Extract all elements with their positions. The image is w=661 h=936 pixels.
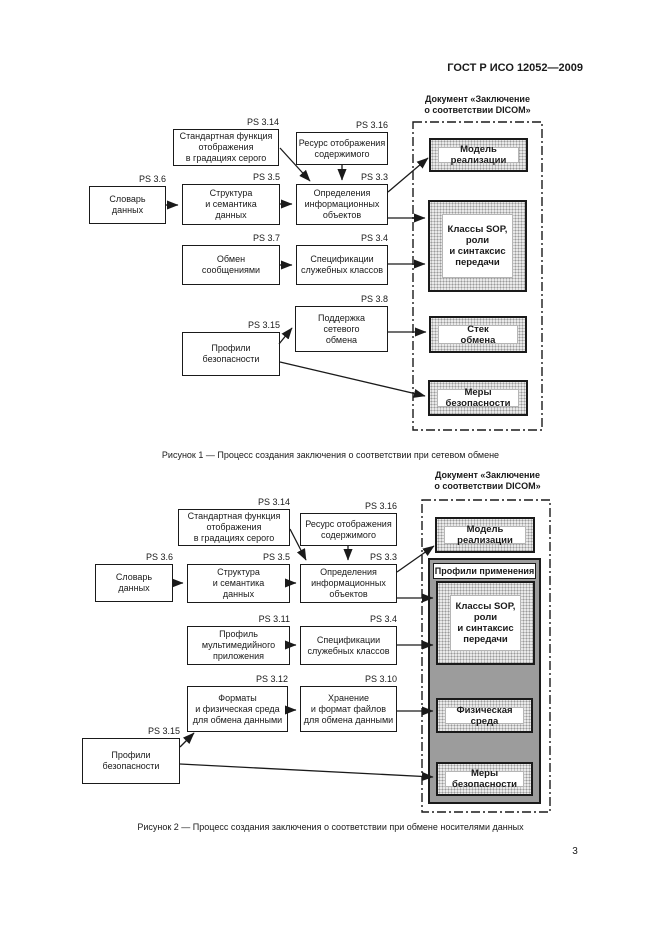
fig2-result-security-measures: Меры безопасности <box>436 762 533 796</box>
fig2-box-data-dictionary: Словарь данных <box>95 564 173 602</box>
fig2-ps-3-15-label: PS 3.15 <box>147 726 180 736</box>
fig2-result-sop-classes-label: Классы SOP, роли и синтаксис передачи <box>450 595 521 651</box>
fig2-ps-3-5-label: PS 3.5 <box>262 552 290 562</box>
fig1-box-grayscale-display-function: Стандартная функция отображения в градац… <box>173 129 279 166</box>
fig1-box-message-exchange: Обмен сообщениями <box>182 245 280 285</box>
fig2-caption: Рисунок 2 — Процесс создания заключения … <box>137 822 524 832</box>
fig1-result-sop-classes-label: Классы SOP, роли и синтаксис передачи <box>442 214 513 278</box>
fig2-ps-3-12-label: PS 3.12 <box>255 674 288 684</box>
fig1-result-exchange-stack-label: Стек обмена <box>438 324 518 346</box>
fig2-result-physical-media: Физическая среда <box>436 698 533 733</box>
standard-header: ГОСТ Р ИСО 12052—2009 <box>447 62 583 74</box>
fig1-document-label: Документ «Заключение о соответствии DICO… <box>424 94 531 115</box>
fig1-ps-3-3-label: PS 3.3 <box>360 172 388 182</box>
fig1-ps-3-14-label: PS 3.14 <box>246 117 279 127</box>
fig2-result-implementation-model: Модель реализации <box>435 517 535 553</box>
fig2-ps-3-6-label: PS 3.6 <box>145 552 173 562</box>
page-number: 3 <box>572 846 578 857</box>
fig1-ps-3-6-label: PS 3.6 <box>138 174 166 184</box>
fig2-box-media-formats-physical-media: Форматы и физическая среда для обмена да… <box>187 686 288 732</box>
fig1-result-implementation-model: Модель реализации <box>429 138 528 172</box>
fig1-ps-3-16-label: PS 3.16 <box>355 120 388 130</box>
fig1-caption: Рисунок 1 — Процесс создания заключения … <box>161 450 500 460</box>
fig1-result-security-measures: Меры безопасности <box>428 380 528 416</box>
fig2-result-sop-classes: Классы SOP, роли и синтаксис передачи <box>436 581 535 665</box>
fig1-box-data-structure-semantics: Структура и семантика данных <box>182 184 280 225</box>
fig2-box-data-structure-semantics: Структура и семантика данных <box>187 564 290 603</box>
fig1-ps-3-8-label: PS 3.8 <box>360 294 388 304</box>
fig2-box-media-storage-file-format: Хранение и формат файлов для обмена данн… <box>300 686 397 732</box>
fig2-application-profiles-header: Профили применения <box>433 563 536 579</box>
fig2-document-label: Документ «Заключение о соответствии DICO… <box>434 470 541 491</box>
fig1-result-implementation-model-label: Модель реализации <box>438 144 519 166</box>
fig2-result-implementation-model-label: Модель реализации <box>444 524 526 546</box>
fig2-result-physical-media-label: Физическая среда <box>445 705 524 727</box>
fig2-box-content-mapping-resource: Ресурс отображения содержимого <box>300 513 397 546</box>
fig1-ps-3-7-label: PS 3.7 <box>252 233 280 243</box>
fig1-box-content-mapping-resource: Ресурс отображения содержимого <box>296 132 388 165</box>
fig2-result-security-measures-label: Меры безопасности <box>445 768 524 790</box>
fig2-ps-3-4-label: PS 3.4 <box>369 614 397 624</box>
fig1-result-sop-classes: Классы SOP, роли и синтаксис передачи <box>428 200 527 292</box>
fig1-box-information-object-definitions: Определения информационных объектов <box>296 184 388 225</box>
fig2-ps-3-11-label: PS 3.11 <box>258 614 290 624</box>
fig2-ps-3-10-label: PS 3.10 <box>364 674 397 684</box>
fig2-box-media-application-profile: Профиль мультимедийного приложения <box>187 626 290 665</box>
fig2-box-service-class-specifications: Спецификации служебных классов <box>300 626 397 665</box>
fig1-result-security-measures-label: Меры безопасности <box>437 387 519 409</box>
fig1-result-exchange-stack: Стек обмена <box>429 316 527 353</box>
fig2-ps-3-3-label: PS 3.3 <box>369 552 397 562</box>
fig2-box-grayscale-display-function: Стандартная функция отображения в градац… <box>178 509 290 546</box>
fig1-box-data-dictionary: Словарь данных <box>89 186 166 224</box>
fig1-box-security-profiles: Профили безопасности <box>182 332 280 376</box>
fig1-box-network-support: Поддержка сетевого обмена <box>295 306 388 352</box>
fig2-ps-3-16-label: PS 3.16 <box>364 501 397 511</box>
fig2-ps-3-14-label: PS 3.14 <box>257 497 290 507</box>
fig1-ps-3-4-label: PS 3.4 <box>360 233 388 243</box>
fig1-ps-3-15-label: PS 3.15 <box>247 320 280 330</box>
fig1-ps-3-5-label: PS 3.5 <box>252 172 280 182</box>
fig2-box-security-profiles: Профили безопасности <box>82 738 180 784</box>
fig2-box-information-object-definitions: Определения информационных объектов <box>300 564 397 603</box>
fig1-box-service-class-specifications: Спецификации служебных классов <box>296 245 388 285</box>
